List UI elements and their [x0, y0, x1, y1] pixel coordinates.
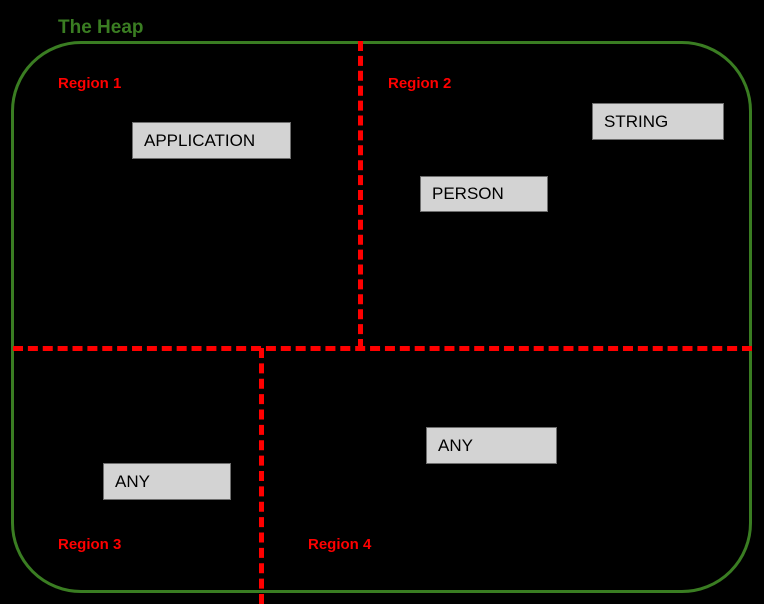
object-box-application: APPLICATION — [132, 122, 291, 159]
divider-horizontal — [13, 346, 752, 351]
region-label-3: Region 3 — [58, 536, 122, 553]
region-label-4: Region 4 — [308, 536, 372, 553]
object-box-person: PERSON — [420, 176, 548, 212]
divider-vertical-upper — [358, 41, 363, 349]
object-box-any-region-3: ANY — [103, 463, 231, 500]
divider-vertical-lower — [259, 348, 264, 604]
region-label-1: Region 1 — [58, 75, 122, 92]
region-label-2: Region 2 — [388, 75, 452, 92]
object-box-any-region-4: ANY — [426, 427, 557, 464]
object-box-string: STRING — [592, 103, 724, 140]
heap-title: The Heap — [58, 17, 144, 38]
